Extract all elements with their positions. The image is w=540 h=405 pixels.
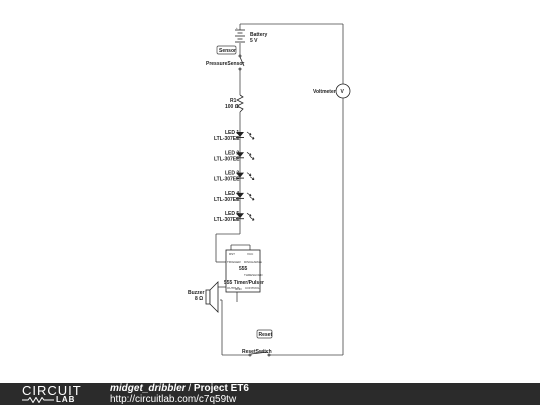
footer-separator: / — [185, 383, 194, 394]
battery-label: Battery — [250, 32, 267, 38]
pressure-sensor-switch[interactable] — [238, 54, 245, 71]
led-label: LED 4 — [225, 191, 239, 197]
schematic-canvas: + Battery 5 V Sensor PressureSensor R1 1… — [188, 23, 351, 357]
logo-circuit-text: CIRCUIT — [22, 382, 82, 398]
footer-project-title[interactable]: Project ET6 — [193, 383, 249, 394]
led-symbol[interactable] — [236, 172, 244, 178]
timer-pin-control: CONTROL — [245, 286, 260, 290]
footer-url[interactable]: http://circuitlab.com/c7q59tw — [110, 394, 237, 405]
buzzer-label: Buzzer — [188, 290, 204, 296]
led-label: LED 5 — [225, 211, 239, 217]
timer-555-body[interactable] — [225, 249, 261, 293]
led-part: LTL-307EE — [214, 197, 240, 203]
timer-pin-threshold: THRESHOLD — [244, 273, 263, 277]
led-label: LED 1 — [225, 130, 239, 136]
timer-pin-output: OUTPUT — [227, 286, 240, 290]
resistor-label: R1 — [230, 98, 237, 104]
led-light-arrow-icon — [249, 216, 255, 221]
led-part: LTL-307EE — [214, 136, 240, 142]
timer-chip-label: 555 — [239, 266, 248, 272]
led-symbol[interactable] — [236, 152, 244, 158]
timer-pin-rst: RST — [229, 252, 235, 256]
buzzer-symbol[interactable] — [205, 281, 219, 313]
led-part: LTL-307EE — [214, 217, 240, 223]
led-symbol[interactable] — [236, 213, 244, 219]
timer-label: 555 Timer/Pulser — [224, 280, 264, 286]
sensor-label: PressureSensor — [206, 61, 244, 67]
led-light-arrow-icon — [246, 152, 252, 156]
led-light-arrow-icon — [246, 131, 252, 136]
timer-pin-gnd: GND — [235, 287, 243, 291]
resistor-symbol[interactable] — [236, 94, 244, 113]
led-light-arrow-icon — [249, 176, 255, 180]
led-light-arrow-icon — [249, 196, 255, 201]
circuitlab-logo[interactable]: CIRCUIT LAB — [0, 383, 100, 405]
logo-lab-text: LAB — [56, 394, 76, 404]
voltmeter-symbol[interactable] — [335, 83, 351, 99]
led-symbol[interactable] — [236, 132, 244, 137]
logo-lab-row: LAB — [22, 394, 100, 404]
led-part: LTL-307EE — [214, 177, 240, 183]
buzzer-value: 8 Ω — [195, 296, 203, 302]
battery-value: 5 V — [250, 38, 258, 44]
led-part: LTL-307EE — [214, 156, 240, 162]
led-light-arrow-icon — [246, 192, 252, 197]
sensor-tag: Sensor — [219, 48, 236, 54]
voltmeter-symbol-letter: V — [341, 89, 345, 95]
reset-tag-box[interactable] — [256, 329, 273, 339]
footer-meta: midget_dribbler / Project ET6 http://cir… — [110, 383, 249, 405]
logo-resistor-icon — [22, 396, 54, 403]
reset-tag: Reset — [259, 332, 273, 338]
footer-bar: CIRCUIT LAB midget_dribbler / Project ET… — [0, 383, 540, 405]
led-light-arrow-icon — [249, 156, 255, 160]
voltmeter-label: Voltmeter — [313, 89, 336, 95]
led-light-arrow-icon — [246, 212, 252, 217]
led-light-arrow-icon — [246, 172, 252, 176]
led-symbol[interactable] — [236, 192, 244, 198]
resistor-value: 100 Ω — [225, 104, 239, 110]
battery-plus: + — [236, 26, 238, 30]
sensor-tag-box[interactable] — [216, 45, 237, 55]
reset-switch[interactable] — [248, 351, 271, 357]
timer-pin-vcc: VCC — [247, 252, 254, 256]
led-label: LED 2 — [225, 150, 239, 156]
led-label: LED 3 — [225, 171, 239, 177]
footer-user[interactable]: midget_dribbler — [110, 383, 186, 394]
timer-pin-discharge: DISCHARGE — [244, 260, 262, 264]
led-light-arrow-icon — [249, 135, 255, 140]
timer-pin-trigger: TRIGGER — [227, 260, 242, 264]
battery-symbol[interactable] — [235, 29, 245, 43]
reset-label: ResetSwitch — [242, 349, 272, 355]
